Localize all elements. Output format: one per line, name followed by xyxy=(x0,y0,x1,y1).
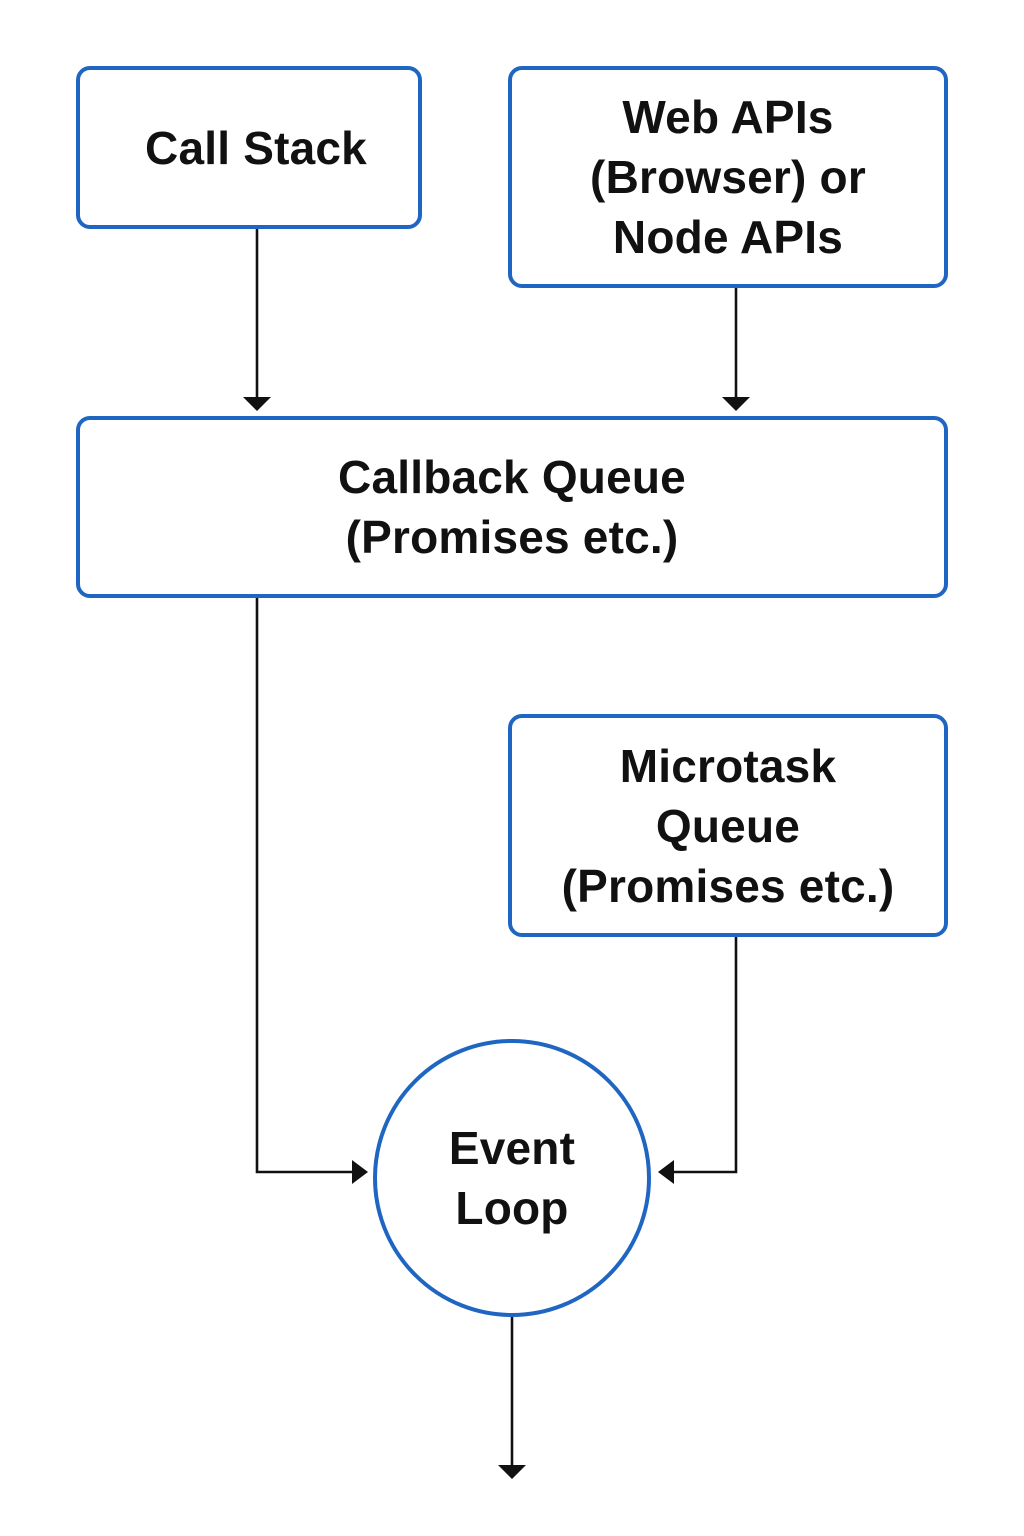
arrowhead-down-icon xyxy=(243,397,271,411)
callback-queue-label: Callback Queue (Promises etc.) xyxy=(338,451,686,563)
edge-callback-queue-to-event-loop xyxy=(255,598,354,1174)
event-loop-node: Event Loop xyxy=(373,1039,651,1317)
arrowhead-down-icon xyxy=(722,397,750,411)
arrowhead-left-icon xyxy=(658,1160,674,1184)
arrowhead-down-icon xyxy=(498,1465,526,1479)
call-stack-node: Call Stack xyxy=(76,66,422,229)
callback-queue-node: Callback Queue (Promises etc.) xyxy=(76,416,948,598)
web-apis-label: Web APIs (Browser) or Node APIs xyxy=(590,91,866,263)
microtask-queue-label: Microtask Queue (Promises etc.) xyxy=(561,739,895,912)
edge-microtask-queue-to-event-loop xyxy=(672,937,738,1174)
web-apis-node: Web APIs (Browser) or Node APIs xyxy=(508,66,948,288)
microtask-queue-node: Microtask Queue (Promises etc.) xyxy=(508,714,948,937)
event-loop-label: Event Loop xyxy=(448,1122,576,1234)
call-stack-label: Call Stack xyxy=(145,121,367,174)
arrowhead-right-icon xyxy=(352,1160,368,1184)
